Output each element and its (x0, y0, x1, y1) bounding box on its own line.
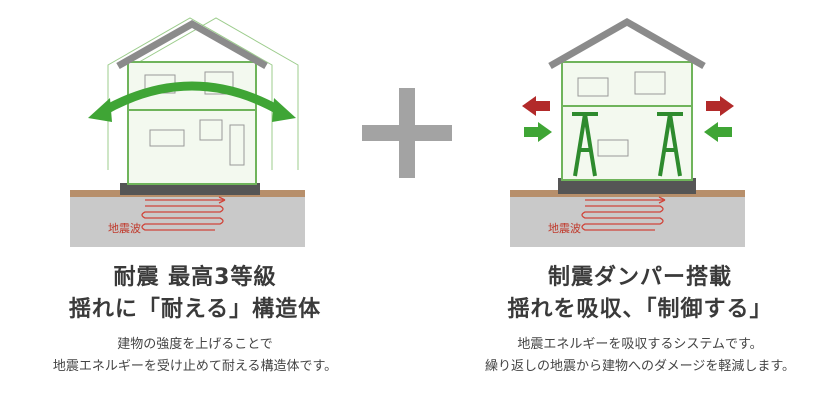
right-caption: 制震ダンパー搭載 揺れを吸収、「制御する」 地震エネルギーを吸収するシステムです… (430, 262, 830, 378)
ground (510, 195, 745, 247)
force-arrow-icon (522, 96, 734, 142)
ground (70, 195, 305, 247)
left-title-line2: 揺れに「耐える」構造体 (68, 297, 322, 322)
right-title-line1: 制震ダンパー搭載 (547, 265, 732, 290)
roof (548, 17, 706, 70)
right-desc-line1: 地震エネルギーを吸収するシステムです。 (517, 337, 763, 352)
furniture (577, 71, 666, 157)
roof (116, 19, 268, 70)
house-resist-illustration: 地震波 (70, 17, 305, 247)
quake-label: 地震波 (548, 222, 581, 235)
damper-icon (572, 112, 598, 177)
quake-label: 地震波 (108, 222, 141, 235)
damper-icon (657, 112, 683, 177)
quake-wave-icon (581, 196, 666, 231)
right-title-line2: 揺れを吸収、「制御する」 (507, 297, 773, 322)
left-caption: 耐震 最高3等級 揺れに「耐える」構造体 建物の強度を上げることで 地震エネルギ… (10, 262, 380, 378)
foundation (120, 183, 260, 195)
quake-wave-icon (141, 196, 226, 231)
right-desc-line2: 繰り返しの地震から建物へのダメージを軽減します。 (484, 359, 796, 374)
left-desc-line1: 建物の強度を上げることで (117, 337, 273, 352)
house-wall (127, 61, 257, 185)
left-title-line1: 耐震 最高3等級 (113, 265, 277, 290)
plus-icon (362, 88, 452, 178)
foundation (558, 178, 696, 194)
house-damper-illustration: 地震波 (510, 17, 745, 247)
left-desc-line2: 地震エネルギーを受け止めて耐える構造体です。 (52, 359, 338, 374)
swing-arrow-icon (88, 81, 296, 122)
